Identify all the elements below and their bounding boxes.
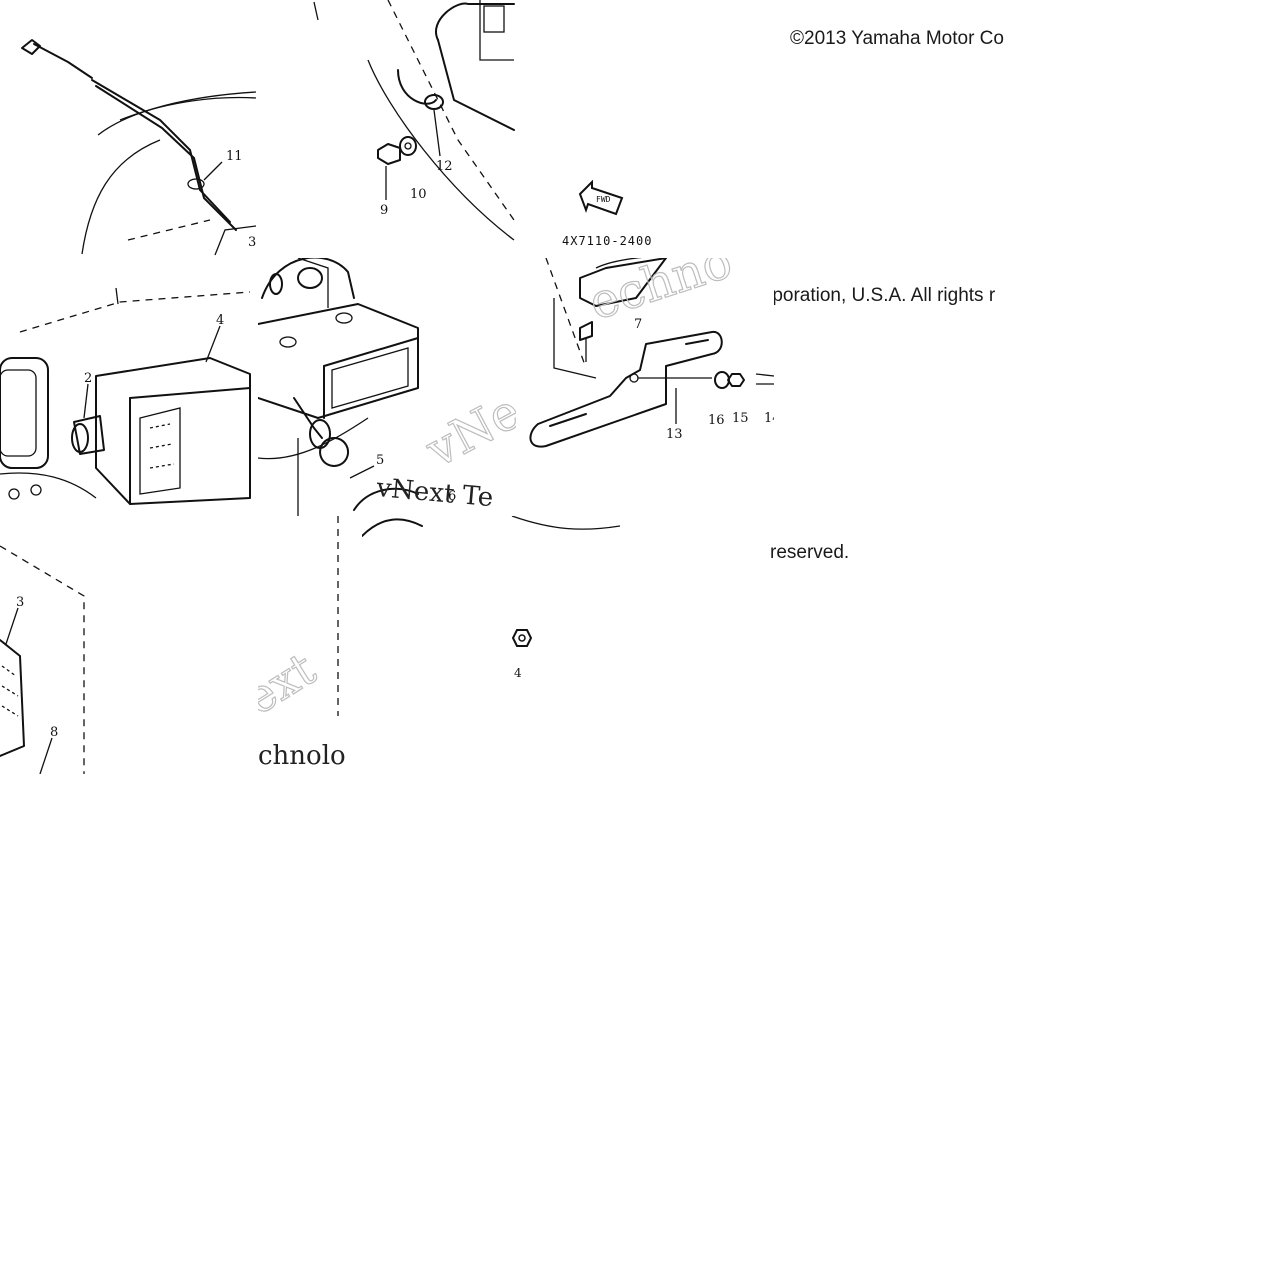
watermark-ext: ext	[258, 641, 325, 725]
nut-icon	[512, 629, 532, 647]
callout-5: 5	[376, 453, 384, 468]
callout-13: 13	[666, 427, 683, 442]
callout-2: 2	[84, 371, 92, 386]
svg-text:FWD: FWD	[596, 195, 611, 204]
diagram-tile-lower-mid: ext chnolo	[258, 516, 362, 774]
callout-3-lower: 3	[16, 595, 24, 610]
diagram-tile-bracket: 7 13 16 15 14 echno	[516, 258, 774, 516]
copyright-line-2: rporation, U.S.A. All rights r	[766, 285, 996, 306]
callout-12: 12	[436, 159, 453, 174]
callout-3-top: 3	[248, 235, 256, 250]
callout-10: 10	[410, 187, 427, 202]
copyright-line-1: ©2013 Yamaha Motor Co	[790, 28, 1004, 49]
callout-9: 9	[380, 203, 388, 218]
watermark-chnolo: chnolo	[258, 741, 346, 771]
copyright-line-3: reserved.	[770, 542, 850, 563]
diagram-tile-strip	[362, 516, 620, 546]
diagram-tile-bolt: 9 10 12	[258, 0, 516, 258]
diagram-tile-housing: 4 2	[0, 258, 258, 516]
diagram-tile-wiring: 11 3	[0, 0, 258, 258]
watermark-vnext-te: vNext Te	[374, 473, 494, 513]
diagram-tile-lower-left: 3 8	[0, 516, 258, 774]
callout-4-left: 4	[216, 313, 224, 328]
callout-16: 16	[708, 413, 725, 428]
callout-6: 6	[448, 489, 456, 504]
callout-15: 15	[732, 411, 749, 426]
callout-11: 11	[226, 149, 243, 164]
callout-7: 7	[634, 317, 642, 332]
part-reference-number: 4X7110-2400	[562, 234, 653, 248]
callout-8: 8	[50, 725, 58, 740]
diagram-tile-lens: 5 6 vNext Te vNe	[258, 258, 516, 516]
fwd-arrow-icon: FWD	[578, 180, 624, 216]
callout-14: 14	[764, 411, 774, 426]
watermark-vne: vNe	[416, 383, 516, 479]
callout-4-stray: 4	[514, 666, 522, 680]
